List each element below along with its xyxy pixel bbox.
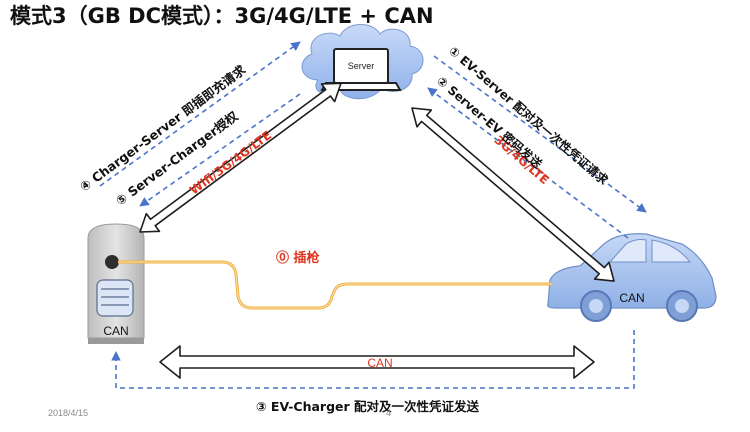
ev-car-icon xyxy=(547,233,717,322)
ev-can-label: CAN xyxy=(619,291,644,305)
flow-arrow-step1 xyxy=(433,55,647,213)
step0-label: ⓪ 插枪 xyxy=(276,250,320,266)
slide-date: 2018/4/15 xyxy=(48,408,89,418)
charger-server-link-arrow xyxy=(139,82,342,233)
charger-socket xyxy=(105,255,119,269)
charging-cable xyxy=(118,260,552,310)
charger-icon xyxy=(87,223,145,344)
charging-cable-highlight xyxy=(118,261,552,309)
step3-label: ③ EV-Charger 配对及一次性凭证发送 xyxy=(256,399,480,414)
flow-arrow-step5 xyxy=(139,93,301,207)
charger-ev-link-arrow xyxy=(159,345,595,379)
server-ev-link-arrow xyxy=(411,107,615,282)
flow-arrow-step3 xyxy=(111,330,635,389)
charger-battery-icon xyxy=(96,279,134,317)
slide-page-number: 4 xyxy=(386,408,392,418)
server-label: Server xyxy=(348,61,375,71)
flow-arrow-step2 xyxy=(427,87,629,239)
flow-arrow-step4 xyxy=(99,41,301,187)
charger-ev-link-label: CAN xyxy=(367,356,392,370)
charger-can-label: CAN xyxy=(103,324,128,338)
slide-title: 模式3（GB DC模式）：3G/4G/LTE + CAN xyxy=(10,4,434,28)
